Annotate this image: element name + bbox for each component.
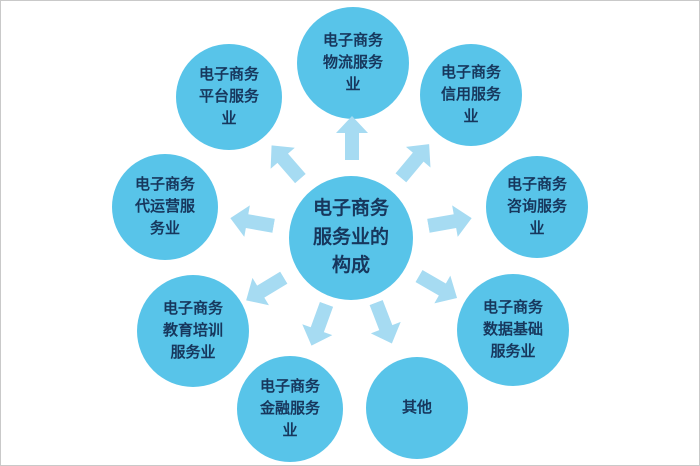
arrow-to-education-training-icon [238, 264, 292, 314]
node-operation-agency: 电子商务 代运营服 务业 [112, 154, 218, 260]
arrow-to-credit-icon [389, 134, 442, 188]
node-finance: 电子商务 金融服务 业 [237, 356, 343, 462]
node-logistics: 电子商务 物流服务 业 [297, 7, 409, 119]
arrow-to-finance-icon [296, 299, 341, 351]
node-credit: 电子商务 信用服务 业 [420, 44, 522, 146]
node-platform: 电子商务 平台服务 业 [176, 44, 282, 150]
node-other: 其他 [366, 357, 468, 459]
arrow-to-operation-agency-icon [228, 202, 277, 241]
arrow-to-other-icon [361, 297, 407, 350]
node-center-topic: 电子商务 服务业的 构成 [289, 176, 413, 300]
arrow-to-consulting-icon [426, 202, 475, 241]
node-data-infrastructure: 电子商务 数据基础 服务业 [457, 274, 569, 386]
node-consulting: 电子商务 咨询服务 业 [486, 156, 588, 258]
arrow-to-platform-icon [259, 135, 312, 189]
arrow-to-data-infrastructure-icon [411, 262, 465, 312]
arrow-to-logistics-icon [336, 116, 368, 160]
node-education-training: 电子商务 教育培训 服务业 [137, 275, 249, 387]
